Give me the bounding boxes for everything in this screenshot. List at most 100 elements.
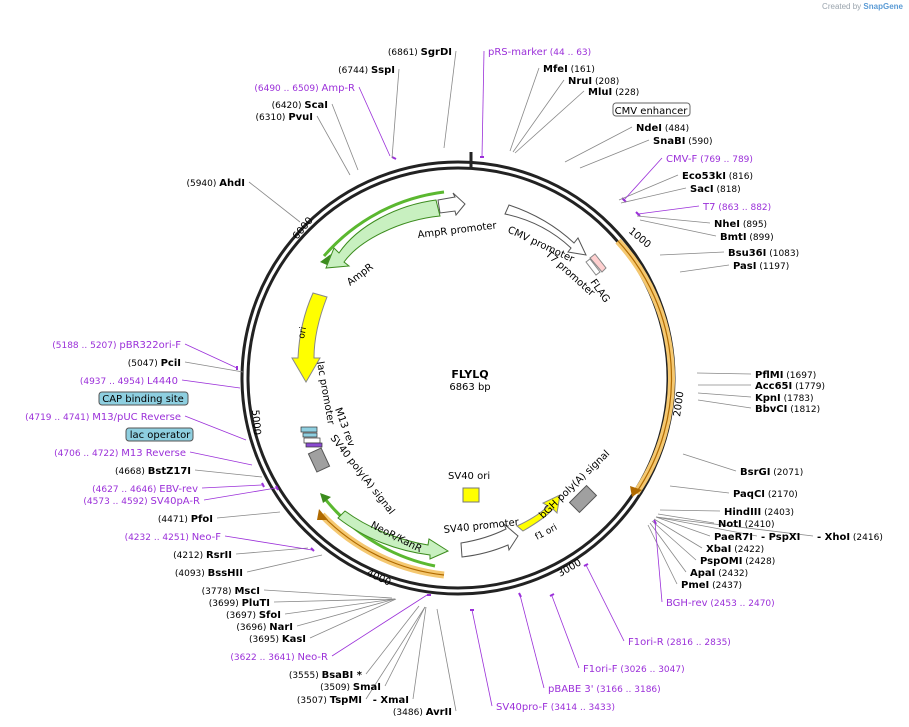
site-leader-line: [443, 50, 457, 149]
svg-text:(3622 .. 3641) Neo-R: (3622 .. 3641) Neo-R: [230, 652, 328, 663]
site-leader-line: [514, 90, 585, 154]
primer-label: pBABE 3' (3166 .. 3186): [548, 684, 661, 695]
site-position: (3696): [236, 623, 269, 633]
bgh-polya-shape: [568, 484, 598, 514]
site-name: BssHII: [208, 568, 243, 579]
restriction-site: (3699) PluTI: [209, 598, 270, 609]
site-name: NotI: [718, 519, 742, 530]
restriction-site: (4093) BssHII: [175, 568, 243, 579]
site-position: (3509): [320, 683, 353, 693]
restriction-site: KpnI (1783): [755, 393, 814, 404]
site-leader-line: [618, 174, 679, 201]
site-leader-line: [365, 605, 420, 675]
primer-name: pBABE 3': [548, 684, 594, 695]
primer-label: F1ori-R (2816 .. 2835): [628, 637, 731, 648]
svg-text:SacI (818): SacI (818): [690, 184, 741, 195]
site-leader-line: [651, 520, 697, 561]
feature-label-sv40-polya-left: SV40 poly(A) signal: [328, 433, 397, 517]
site-position: (2403): [761, 508, 794, 518]
svg-text:(6420) ScaI: (6420) ScaI: [272, 100, 328, 111]
svg-text:NruI (208): NruI (208): [568, 76, 619, 87]
site-position: (484): [662, 124, 689, 134]
primer-label: pRS-marker (44 .. 63): [488, 47, 591, 58]
restriction-site: NotI (2410): [718, 519, 775, 530]
restriction-site: BbvCI (1812): [755, 404, 820, 415]
site-name: PciI: [161, 358, 181, 369]
primer-range: (4937 .. 4954): [80, 377, 147, 387]
svg-text:(3555) BsaBI *: (3555) BsaBI *: [289, 670, 363, 681]
restriction-site: (3697) SfoI: [226, 610, 281, 621]
site-name: PvuI: [288, 112, 313, 123]
site-leader-line: [669, 485, 730, 494]
primer-name: BGH-rev: [666, 598, 708, 609]
restriction-site: (3555) BsaBI *: [289, 670, 363, 681]
site-position: (2437): [709, 581, 742, 591]
leader-lines: [184, 50, 814, 712]
snapgene-brand: SnapGene: [863, 2, 903, 11]
site-name: PasI: [733, 261, 756, 272]
svg-text:PspOMI (2428): PspOMI (2428): [700, 556, 775, 567]
site-name: SnaBI: [653, 136, 685, 147]
primer-leader-line: [471, 609, 493, 707]
svg-text:(6310) PvuI: (6310) PvuI: [256, 112, 313, 123]
svg-text:(3696) NarI: (3696) NarI: [236, 622, 293, 633]
svg-text:(3778) MscI: (3778) MscI: [202, 586, 260, 597]
site-name: SspI: [371, 65, 395, 76]
site-name: Acc65I: [755, 381, 792, 392]
primer-name: T7: [702, 202, 715, 213]
site-leader-line: [659, 251, 725, 256]
primer-label: CMV-F (769 .. 789): [666, 154, 753, 165]
svg-text:PaeR7I: PaeR7I: [714, 532, 753, 543]
primer-name: SV40pA-R: [151, 496, 200, 507]
svg-text:(3695) KasI: (3695) KasI: [249, 634, 306, 645]
lac-promoter-mark: [305, 442, 323, 448]
restriction-site: HindIII (2403): [724, 507, 794, 518]
site-leader-line: [246, 554, 323, 573]
site-position: (161): [568, 65, 595, 75]
restriction-site: (6310) PvuI: [256, 112, 313, 123]
site-leader-line: [184, 361, 244, 373]
site-position: (4093): [175, 569, 208, 579]
restriction-site: NdeI (484): [636, 123, 689, 134]
primer-leader-line: [654, 521, 663, 603]
restriction-site: SacI (818): [690, 184, 741, 195]
restriction-site: Acc65I (1779): [755, 381, 825, 392]
site-leader-line: [697, 392, 752, 398]
restriction-site: SnaBI (590): [653, 136, 712, 147]
svg-text:(4212) RsrII: (4212) RsrII: [173, 550, 232, 561]
svg-text:(3697) SfoI: (3697) SfoI: [226, 610, 281, 621]
primer-label: (4706 .. 4722) M13 Reverse: [54, 448, 186, 459]
site-leader-line: [655, 516, 814, 537]
site-position: (2410): [742, 520, 775, 530]
site-position: (1779): [792, 382, 825, 392]
site-name: SfoI: [259, 610, 281, 621]
site-leader-line: [263, 589, 393, 599]
site-leader-line: [659, 509, 721, 512]
site-position: (6744): [338, 66, 371, 76]
svg-text:SV40pro-F (3414 .. 3433): SV40pro-F (3414 .. 3433): [496, 702, 615, 713]
site-leader-line: [620, 187, 687, 204]
primer-range: (44 .. 63): [547, 48, 591, 58]
primer-range: (6490 .. 6509): [254, 84, 321, 94]
cmv-enhancer-label: CMV enhancer: [615, 106, 689, 117]
restriction-site: BmtI (899): [720, 232, 774, 243]
restriction-site: MluI (228): [588, 87, 639, 98]
site-name: PflMI: [755, 370, 783, 381]
site-leader-line: [512, 79, 565, 153]
restriction-site: (5940) AhdI: [186, 178, 245, 189]
svg-text:(4573 .. 4592) SV40pA-R: (4573 .. 4592) SV40pA-R: [83, 496, 200, 507]
site-position: (208): [592, 77, 619, 87]
primer-leader-line: [637, 205, 700, 215]
flag-shape: [589, 253, 607, 273]
restriction-site: PaqCI (2170): [733, 489, 798, 500]
site-position: (1197): [756, 262, 789, 272]
svg-text:BGH-rev (2453 .. 2470): BGH-rev (2453 .. 2470): [666, 598, 775, 609]
primer-name: M13 Reverse: [121, 448, 186, 459]
site-name: TspMI: [330, 695, 362, 706]
restriction-site: (3696) NarI: [236, 622, 293, 633]
primer-range: (4706 .. 4722): [54, 449, 121, 459]
primer-range: (3622 .. 3641): [230, 653, 297, 663]
svg-text:(6861) SgrDI: (6861) SgrDI: [388, 47, 452, 58]
site-position: (6861): [388, 48, 421, 58]
site-position: (590): [685, 137, 712, 147]
